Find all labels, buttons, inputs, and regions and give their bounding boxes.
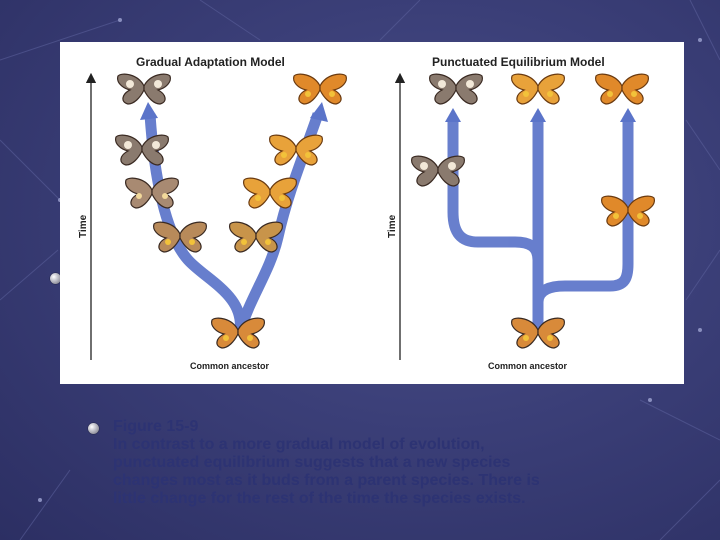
butterfly-icon <box>117 73 171 105</box>
right-arrowhead-3 <box>620 108 636 122</box>
butterfly-icon <box>511 73 565 105</box>
butterfly-icon <box>293 73 347 105</box>
butterfly-icon <box>211 317 265 349</box>
right-arrowhead-1 <box>445 108 461 122</box>
left-panel-title: Gradual Adaptation Model <box>136 55 285 69</box>
left-axis-label: Time <box>78 214 89 238</box>
caption-line: punctuated equilibrium suggests that a n… <box>113 454 511 471</box>
butterfly-icon <box>269 134 323 166</box>
right-axis-label: Time <box>387 214 398 238</box>
butterfly-icon <box>229 221 283 253</box>
butterfly-icon <box>429 73 483 105</box>
left-common-ancestor-label: Common ancestor <box>190 361 270 371</box>
butterfly-icon <box>153 221 207 253</box>
figure-caption: Figure 15-9 In contrast to a more gradua… <box>113 418 693 508</box>
figure-panel: Gradual Adaptation Model Punctuated Equi… <box>60 42 684 384</box>
butterfly-icon <box>125 177 179 209</box>
caption-line: changes most as it buds from a parent sp… <box>113 472 540 489</box>
right-arrowhead-2 <box>530 108 546 122</box>
bullet-point <box>50 273 61 284</box>
left-arrowhead-2 <box>310 102 328 122</box>
caption-title: Figure 15-9 <box>113 418 199 435</box>
left-arrowhead-1 <box>140 102 158 120</box>
caption-line: little change for the rest of the time t… <box>113 490 526 507</box>
evolution-diagram: Gradual Adaptation Model Punctuated Equi… <box>78 55 655 371</box>
butterfly-icon <box>595 73 649 105</box>
right-common-ancestor-label: Common ancestor <box>488 361 568 371</box>
right-panel-title: Punctuated Equilibrium Model <box>432 55 605 69</box>
right-branches <box>447 122 634 332</box>
caption-line: In contrast to a more gradual model of e… <box>113 436 485 453</box>
butterfly-icon <box>243 177 297 209</box>
butterfly-icon <box>511 317 565 349</box>
butterfly-icon <box>601 195 655 227</box>
butterfly-icon <box>115 134 169 166</box>
bullet-point <box>88 423 99 434</box>
butterfly-icon <box>411 155 465 187</box>
